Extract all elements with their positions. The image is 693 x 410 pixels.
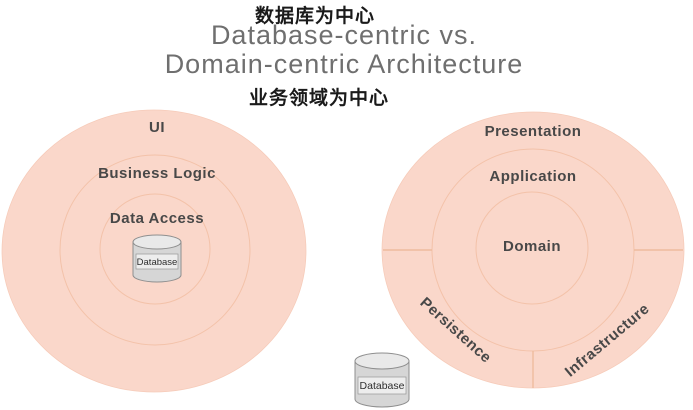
- right-layer-presentation: Presentation: [485, 123, 582, 140]
- cylinder-top: [354, 352, 410, 370]
- left-layer-ui: UI: [149, 119, 165, 136]
- right-inner-ring: [475, 191, 589, 305]
- left-middle-ring: [59, 154, 251, 346]
- domain-centric-diagram: Presentation Application Domain Persiste…: [354, 111, 685, 408]
- left-layer-business-logic: Business Logic: [98, 165, 216, 182]
- cylinder-label-box: [135, 253, 179, 270]
- left-layer-data-access: Data Access: [110, 210, 204, 227]
- title-line-1: Database-centric vs.: [210, 20, 478, 50]
- database-cylinder-icon: Database: [132, 234, 182, 283]
- left-database-label: Database: [137, 257, 178, 268]
- title-line-2: Domain-centric Architecture: [164, 49, 524, 79]
- caption-domain-centric-zh: 业务领域为中心: [248, 88, 390, 109]
- right-layer-domain: Domain: [503, 238, 561, 255]
- left-inner-ring: [99, 193, 211, 305]
- right-database-label: Database: [360, 380, 405, 392]
- page-title: Database-centric vs. Domain-centric Arch…: [165, 21, 524, 79]
- cylinder-label-box: [357, 376, 407, 395]
- external-database-cylinder-icon: Database: [354, 352, 410, 408]
- caption-database-centric-zh: 数据库为中心: [254, 6, 376, 27]
- right-layer-application: Application: [489, 168, 576, 185]
- cylinder-top: [132, 234, 182, 250]
- database-centric-diagram: UI Business Logic Data Access Database: [1, 109, 307, 393]
